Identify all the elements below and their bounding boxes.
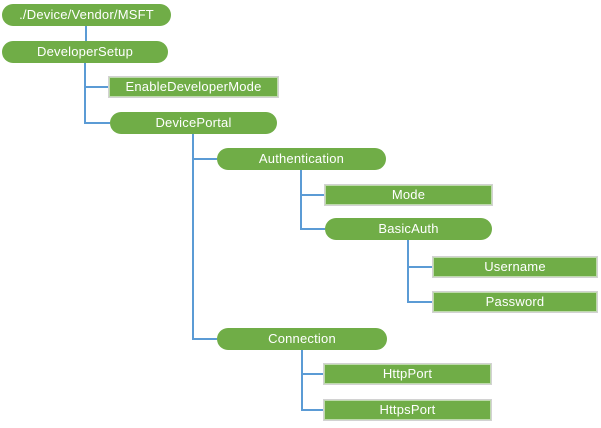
tree-node-enabledevelopermode: EnableDeveloperMode: [108, 76, 279, 98]
tree-node-developersetup: DeveloperSetup: [2, 41, 168, 63]
connector-segment-1: [84, 63, 86, 124]
tree-node-httpport: HttpPort: [323, 363, 492, 385]
connector-segment-7: [300, 170, 302, 230]
connector-segment-15: [301, 409, 323, 411]
connector-segment-12: [407, 301, 432, 303]
connector-segment-3: [84, 122, 110, 124]
connector-segment-11: [407, 266, 432, 268]
connector-segment-10: [407, 240, 409, 303]
connector-segment-4: [192, 134, 194, 340]
connector-segment-5: [192, 158, 217, 160]
connector-segment-2: [84, 86, 108, 88]
connector-segment-0: [85, 26, 87, 41]
tree-node-deviceportal: DevicePortal: [110, 112, 277, 134]
tree-node-device-vendor-msft: ./Device/Vendor/MSFT: [2, 4, 171, 26]
connector-segment-14: [301, 373, 323, 375]
tree-node-password: Password: [432, 291, 598, 313]
connector-segment-8: [300, 194, 324, 196]
tree-node-httpsport: HttpsPort: [323, 399, 492, 421]
connector-segment-6: [192, 338, 217, 340]
tree-node-username: Username: [432, 256, 598, 278]
connector-segment-13: [301, 350, 303, 411]
connector-segment-9: [300, 228, 325, 230]
tree-node-connection: Connection: [217, 328, 387, 350]
tree-node-authentication: Authentication: [217, 148, 386, 170]
tree-node-mode: Mode: [324, 184, 493, 206]
tree-node-basicauth: BasicAuth: [325, 218, 492, 240]
